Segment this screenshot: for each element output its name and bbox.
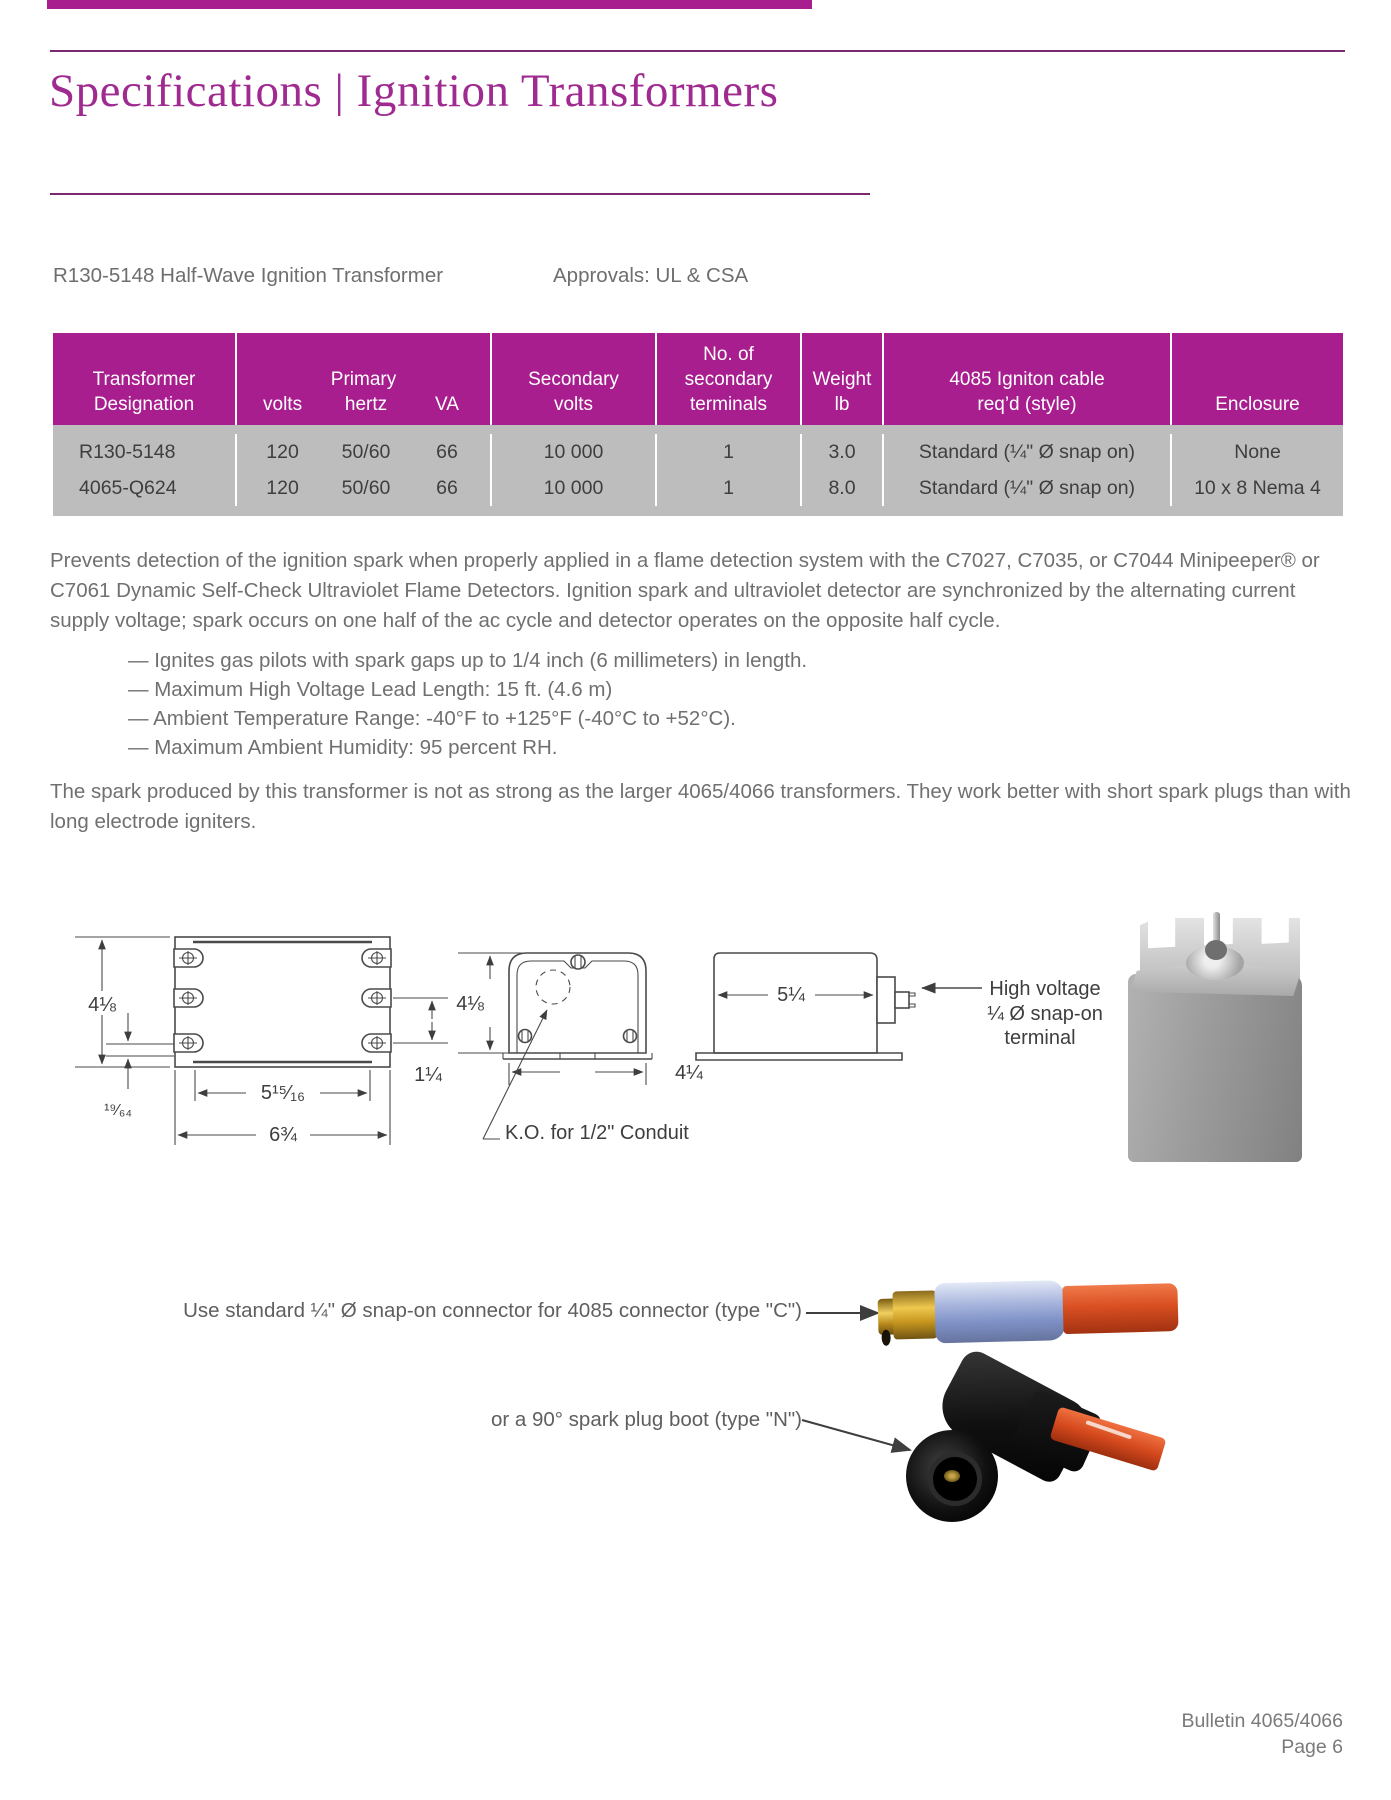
footer-bulletin: Bulletin 4065/4066 xyxy=(1181,1710,1343,1732)
header-weight: Weight lb xyxy=(800,333,882,425)
connector-blue-sleeve xyxy=(934,1280,1066,1344)
table-body: R130-5148 4065-Q624 120 50/60 66 120 50/… xyxy=(53,425,1343,516)
approvals-text: Approvals: UL & CSA xyxy=(553,264,749,287)
dim-side-width: 5¼ xyxy=(777,984,805,1006)
dim-end-width: 4¼ xyxy=(675,1062,703,1084)
dim-slot-offset: ¹⁹⁄₆₄ xyxy=(104,1102,132,1119)
table-cell: None xyxy=(1234,441,1281,463)
col-cable: Standard (¼" Ø snap on) Standard (¼" Ø s… xyxy=(882,434,1170,506)
page-title: Specifications | Ignition Transformers xyxy=(49,65,779,117)
table-cell: 120 xyxy=(266,441,299,463)
mid-rule xyxy=(50,193,870,195)
snap-on-arrow xyxy=(806,1305,880,1321)
header-cable: 4085 Igniton cable req’d (style) xyxy=(882,333,1170,425)
col-designation: R130-5148 4065-Q624 xyxy=(53,434,235,506)
table-cell: Standard (¼" Ø snap on) xyxy=(918,477,1136,499)
table-cell: 3.0 xyxy=(828,441,856,463)
knockout-circle xyxy=(535,969,571,1005)
transformer-body xyxy=(1128,974,1302,1162)
dimension-drawings: 4⅛ ¹⁹⁄₆₄ 5¹⁵⁄₁₆ 6¾ 1¼ xyxy=(75,936,1103,1146)
spec-table: Transformer Designation Primary volts he… xyxy=(53,333,1343,516)
footer-page-number: Page 6 xyxy=(1281,1736,1343,1758)
table-cell: 66 xyxy=(436,441,458,463)
header-enclosure: Enclosure xyxy=(1170,333,1343,425)
table-cell: 10 x 8 Nema 4 xyxy=(1194,477,1321,499)
table-cell: 8.0 xyxy=(828,477,856,499)
header-secondary: Secondary volts xyxy=(490,333,655,425)
dim-slot-pitch: 1¼ xyxy=(414,1064,442,1086)
table-cell: 120 xyxy=(266,477,299,499)
table-cell: Standard (¼" Ø snap on) xyxy=(918,441,1136,463)
boot-brass-contact xyxy=(944,1470,960,1482)
hv-terminal-label-line2: ¼ Ø snap-on xyxy=(987,1003,1103,1025)
header-terminals: No. of secondary terminals xyxy=(655,333,800,425)
bullet-item: — Maximum Ambient Humidity: 95 percent R… xyxy=(128,736,558,759)
boot-arrow xyxy=(801,1419,912,1453)
table-cell: 50/60 xyxy=(341,477,391,499)
dim-slot-span: 5¹⁵⁄₁₆ xyxy=(261,1082,305,1104)
col-primary: 120 50/60 66 120 50/60 66 xyxy=(235,434,490,506)
screw-marks xyxy=(179,951,386,1050)
table-cell: 4065-Q624 xyxy=(79,477,177,499)
col-terminals: 1 1 xyxy=(655,434,800,506)
bullet-item: — Ambient Temperature Range: -40°F to +1… xyxy=(128,707,736,730)
table-cell: 66 xyxy=(436,477,458,499)
snap-on-caption: Use standard ¼" Ø snap-on connector for … xyxy=(183,1299,802,1322)
hv-terminal-label-line3: terminal xyxy=(1004,1027,1075,1049)
connector-cable xyxy=(1062,1283,1179,1335)
connector-bore xyxy=(881,1329,891,1346)
top-rule xyxy=(50,50,1345,52)
header-primary: Primary volts hertz VA xyxy=(235,333,490,425)
table-header-row: Transformer Designation Primary volts he… xyxy=(53,333,1343,425)
boot-caption: or a 90° spark plug boot (type "N") xyxy=(490,1408,802,1431)
dim-front-height: 4⅛ xyxy=(88,994,116,1016)
bullet-item: — Ignites gas pilots with spark gaps up … xyxy=(128,649,808,672)
product-subtitle: R130-5148 Half-Wave Ignition Transformer xyxy=(53,264,444,287)
spark-plug-boot-photo xyxy=(900,1346,1185,1528)
snap-on-connector-photo xyxy=(877,1270,1179,1354)
dim-end-height: 4⅛ xyxy=(456,993,484,1015)
bullet-item: — Maximum High Voltage Lead Length: 15 f… xyxy=(128,678,613,701)
col-enclosure: None 10 x 8 Nema 4 xyxy=(1170,434,1343,506)
dim-overall-width: 6¾ xyxy=(269,1124,297,1146)
hv-terminal-pin xyxy=(1213,912,1220,944)
terminal-cap xyxy=(1205,940,1227,960)
top-accent-bar xyxy=(47,0,812,9)
description-paragraph-2: The spark produced by this transformer i… xyxy=(50,780,1351,833)
header-designation: Transformer Designation xyxy=(92,369,196,415)
front-view-drawing: 4⅛ ¹⁹⁄₆₄ 5¹⁵⁄₁₆ 6¾ 1¼ xyxy=(75,936,448,1146)
table-cell: 10 000 xyxy=(543,441,604,463)
col-secondary: 10 000 10 000 xyxy=(490,434,655,506)
transformer-photo xyxy=(1128,912,1313,1163)
page-footer: Bulletin 4065/4066 Page 6 xyxy=(1181,1708,1343,1760)
table-cell: 10 000 xyxy=(543,477,604,499)
hv-terminal-label-line1: High voltage xyxy=(989,978,1100,1000)
table-cell: R130-5148 xyxy=(79,441,176,463)
table-cell: 1 xyxy=(723,441,734,463)
cable-print-mark xyxy=(1085,1420,1133,1440)
table-cell: 50/60 xyxy=(341,441,391,463)
connector-barrel xyxy=(892,1290,938,1340)
side-view-drawing: 5¼ High voltage ¼ Ø snap-on terminal xyxy=(695,952,1103,1061)
description-paragraph-1: Prevents detection of the ignition spark… xyxy=(50,549,1320,632)
ko-conduit-label: K.O. for 1/2" Conduit xyxy=(505,1122,689,1144)
col-weight: 3.0 8.0 xyxy=(800,434,882,506)
feature-bullet-list: — Ignites gas pilots with spark gaps up … xyxy=(128,646,807,762)
end-view-drawing: 4⅛ 4¼ xyxy=(456,952,703,1144)
table-cell: 1 xyxy=(723,477,734,499)
